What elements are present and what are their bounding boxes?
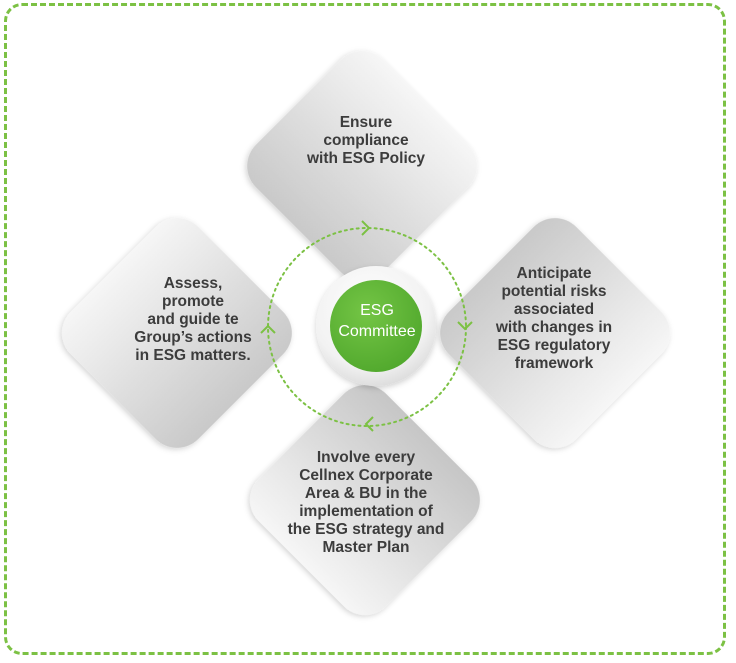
center-label: ESG Committee [321, 300, 433, 342]
center-label-line2: Committee [338, 323, 416, 340]
bottom-box-text: Involve every Cellnex Corporate Area & B… [287, 449, 445, 556]
center-label-line1: ESG [360, 302, 394, 319]
arrow-bottom-icon [364, 416, 374, 432]
arrow-right-icon [457, 321, 473, 331]
diamond-right [440, 218, 670, 448]
arrow-left-icon [260, 324, 276, 334]
diamond-left [62, 218, 292, 448]
right-box-text: Anticipate potential risks associated wi… [495, 265, 613, 372]
diamond-bottom [250, 385, 480, 615]
center-green-circle [330, 280, 422, 372]
diamond-top [247, 51, 477, 281]
top-box-text: Ensure compliance with ESG Policy [307, 114, 425, 167]
left-box-text: Assess, promote and guide te Group’s act… [134, 275, 252, 364]
dashed-frame [4, 3, 726, 655]
arrow-top-icon [361, 220, 371, 236]
